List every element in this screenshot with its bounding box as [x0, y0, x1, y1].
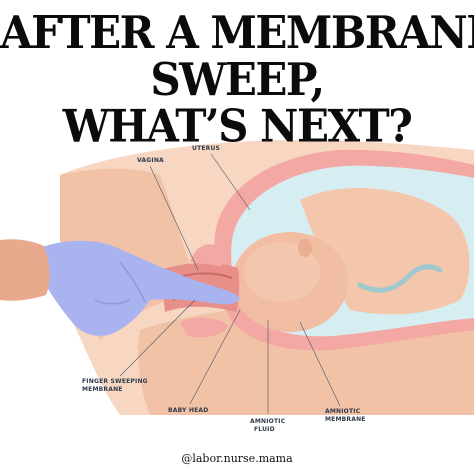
- label-membrane-line2: MEMBRANE: [325, 416, 366, 423]
- label-vagina: VAGINA: [137, 157, 164, 164]
- leader-membrane: [299, 321, 341, 407]
- label-fluid-line1: AMNIOTIC: [250, 418, 286, 425]
- leader-uterus: [210, 153, 251, 211]
- leader-baby-head: [189, 309, 241, 405]
- gloved-hand: [40, 240, 240, 336]
- title-line-2: SWEEP,: [150, 53, 325, 106]
- bladder: [190, 244, 226, 266]
- label-finger-line2: MEMBRANE: [82, 386, 123, 393]
- label-finger-line1: FINGER SWEEPING: [82, 378, 148, 385]
- leader-vagina: [149, 165, 199, 271]
- rectum: [180, 317, 228, 338]
- forearm: [0, 239, 50, 301]
- label-fluid-line2: FLUID: [254, 426, 275, 433]
- leader-finger: [119, 299, 196, 377]
- title-line-3: WHAT’S NEXT?: [62, 100, 413, 153]
- label-baby-head: BABY HEAD: [168, 407, 208, 414]
- page-title: AFTER A MEMBRANE SWEEP, WHAT’S NEXT?: [0, 10, 474, 150]
- social-handle: @labor.nurse.mama: [181, 452, 293, 465]
- label-uterus: UTERUS: [192, 145, 220, 152]
- label-membrane-line1: AMNIOTIC: [325, 408, 361, 415]
- umbilical-cord: [357, 264, 443, 293]
- title-line-1: AFTER A MEMBRANE: [0, 6, 474, 59]
